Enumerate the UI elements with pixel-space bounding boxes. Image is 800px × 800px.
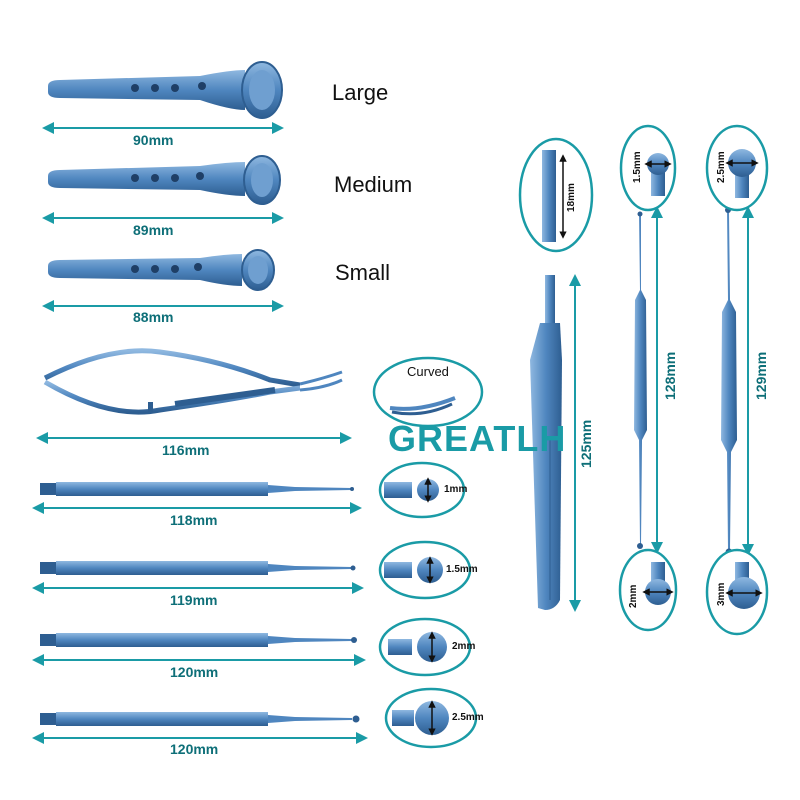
tip-oval-top-1.5mm bbox=[619, 124, 677, 212]
tip-label-bottom-2mm: 2mm bbox=[628, 584, 639, 608]
tip-label-top-1.5mm: 1.5mm bbox=[632, 151, 643, 183]
double-curette-128 bbox=[634, 211, 647, 549]
tip-label-2.5mm: 2.5mm bbox=[452, 712, 484, 723]
curved-detail-oval bbox=[372, 356, 484, 428]
tip-label-1.5mm: 1.5mm bbox=[446, 564, 478, 575]
brand-logo: GREATLH bbox=[388, 418, 567, 459]
curette-1.5mm bbox=[40, 561, 356, 575]
length-label-scissors: 116mm bbox=[162, 442, 210, 458]
size-label-medium: Medium bbox=[334, 172, 413, 197]
tip-oval-2mm bbox=[378, 617, 472, 677]
length-label-double-129: 129mm bbox=[753, 351, 769, 400]
tip-oval-bottom-3mm bbox=[705, 548, 769, 636]
length-label-curette-2: 119mm bbox=[170, 592, 218, 608]
length-label-small: 88mm bbox=[133, 309, 174, 325]
curette-2.5mm bbox=[40, 712, 360, 726]
curette-1mm bbox=[40, 482, 354, 496]
tip-oval-1.5mm bbox=[378, 540, 472, 600]
length-label-large: 90mm bbox=[133, 132, 174, 148]
length-label-medium: 89mm bbox=[133, 222, 174, 238]
scalpel-tip-oval bbox=[518, 137, 594, 253]
tip-label-1mm: 1mm bbox=[444, 484, 468, 495]
speculum-medium bbox=[48, 155, 281, 205]
double-curette-129 bbox=[721, 207, 737, 556]
tip-oval-2.5mm bbox=[384, 687, 478, 749]
scalpel-handle bbox=[530, 275, 562, 610]
curved-label: Curved bbox=[407, 364, 449, 379]
spring-scissors bbox=[43, 348, 343, 415]
tip-label-2mm: 2mm bbox=[452, 641, 476, 652]
tip-label-bottom-3mm: 3mm bbox=[716, 582, 727, 606]
length-label-curette-4: 120mm bbox=[170, 741, 219, 757]
tip-oval-1mm bbox=[378, 461, 466, 519]
tip-label-18mm: 18mm bbox=[566, 183, 577, 212]
speculum-large bbox=[48, 61, 283, 119]
length-label-curette-3: 120mm bbox=[170, 664, 219, 680]
size-label-large: Large bbox=[332, 80, 389, 105]
length-label-double-128: 128mm bbox=[662, 351, 678, 400]
tip-label-top-2.5mm: 2.5mm bbox=[716, 151, 727, 183]
size-label-small: Small bbox=[335, 260, 391, 285]
curette-2mm bbox=[40, 633, 357, 647]
length-label-curette-1: 118mm bbox=[170, 512, 218, 528]
length-label-scalpel: 125mm bbox=[578, 419, 594, 468]
speculum-small bbox=[48, 249, 275, 291]
tip-oval-bottom-2mm bbox=[618, 548, 678, 632]
tip-oval-top-2.5mm bbox=[705, 124, 769, 212]
